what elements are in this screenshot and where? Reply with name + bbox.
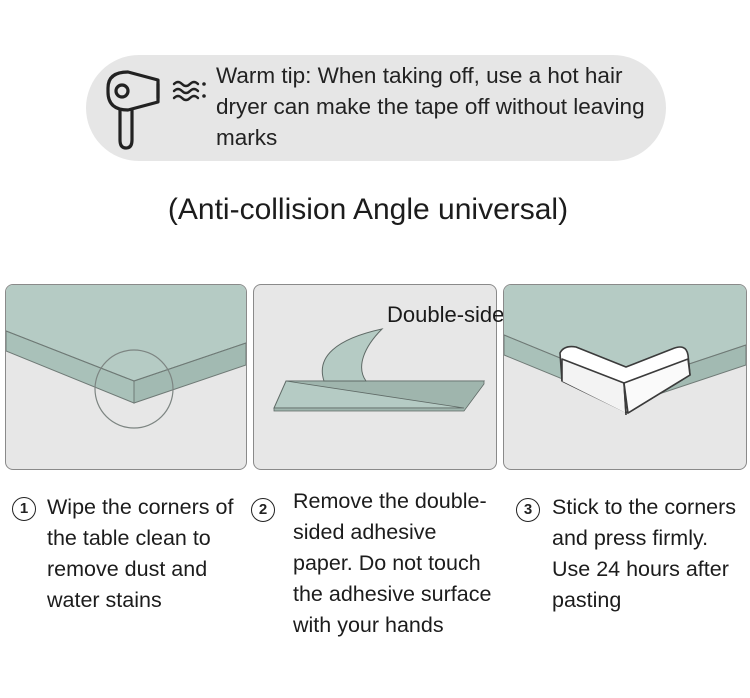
- corner-protector: [559, 345, 691, 416]
- hair-dryer-icon: [106, 70, 160, 150]
- step2-number-badge: 2: [251, 498, 275, 522]
- corner-highlight-circle: [94, 349, 174, 429]
- step3-number-badge: 3: [516, 498, 540, 522]
- step3-illustration-panel: [503, 284, 747, 470]
- corner-protector-illustration: [504, 285, 746, 416]
- step1-illustration-panel: [5, 284, 247, 470]
- step2-illustration-panel: [253, 284, 497, 470]
- step3-text: Stick to the corners and press firmly. U…: [552, 495, 737, 612]
- step1-text: Wipe the corners of the table clean to r…: [47, 495, 234, 612]
- step2-text: Remove the double-sided adhesive paper. …: [293, 489, 492, 637]
- main-title: (Anti-collision Angle universal): [167, 193, 569, 226]
- warm-tip-text: Warm tip: When taking off, use a hot hai…: [216, 63, 645, 150]
- tip-icon-group: [106, 70, 206, 150]
- table-top-surface: [6, 285, 246, 381]
- step1-number-badge: 1: [12, 497, 36, 521]
- table-corner-illustration: [6, 285, 246, 429]
- peeling-backing-paper: [321, 328, 384, 382]
- warm-tip-box: [86, 55, 666, 161]
- adhesive-tape-illustration: [273, 328, 485, 412]
- heat-waves-icon: [172, 80, 206, 102]
